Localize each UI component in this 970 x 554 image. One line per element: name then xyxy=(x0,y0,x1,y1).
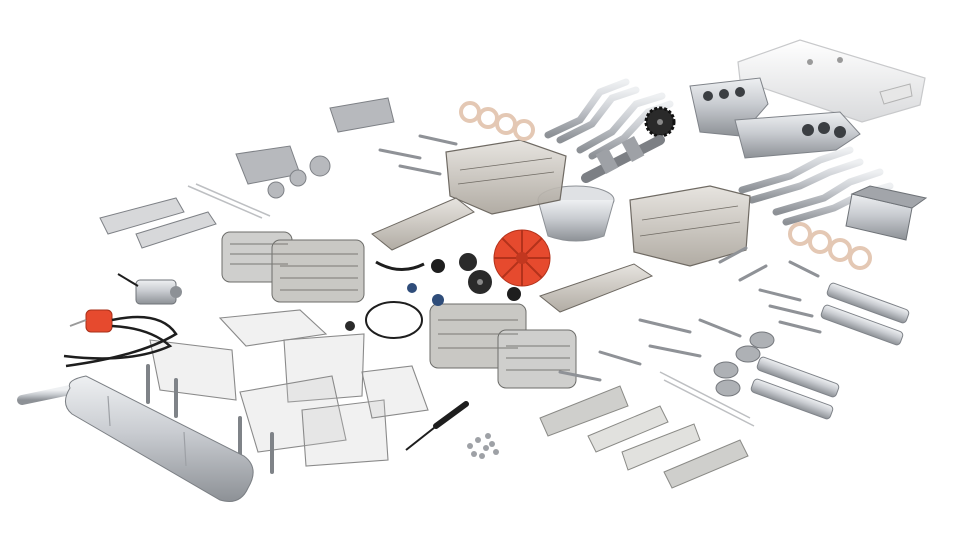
gaskets-round xyxy=(459,101,872,270)
exhaust-header-top-2 xyxy=(576,92,674,160)
cooling-fan-red xyxy=(493,229,551,287)
clear-frame-parts xyxy=(149,309,429,467)
intake-manifold-right xyxy=(734,111,861,159)
small-grey-parts-left xyxy=(99,97,395,249)
rods-and-bolts xyxy=(378,134,822,382)
exhaust-header-top-1 xyxy=(544,78,640,144)
grey-box-right xyxy=(845,185,928,241)
electric-motor-with-wires xyxy=(63,273,182,368)
clear-valve-cover-2 xyxy=(538,263,654,313)
thin-rods xyxy=(187,183,755,427)
pistons-small xyxy=(713,331,775,397)
intake-cover-white xyxy=(737,39,926,123)
clear-engine-block-right xyxy=(629,185,751,267)
pulleys-and-belt xyxy=(345,253,521,339)
vertical-pins xyxy=(146,364,274,474)
cylinder-block-center xyxy=(429,303,577,389)
clear-engine-block-top xyxy=(445,139,567,215)
screwdriver xyxy=(405,401,469,451)
screws-pile xyxy=(467,433,499,459)
muffler-chrome xyxy=(17,375,254,502)
bottom-plates xyxy=(539,385,749,489)
piston-assemblies-right xyxy=(750,282,910,420)
crankshaft xyxy=(581,135,665,183)
cylinder-block-left xyxy=(221,231,365,303)
clear-valve-cover-1 xyxy=(371,197,475,251)
timing-gear-black xyxy=(644,106,676,138)
